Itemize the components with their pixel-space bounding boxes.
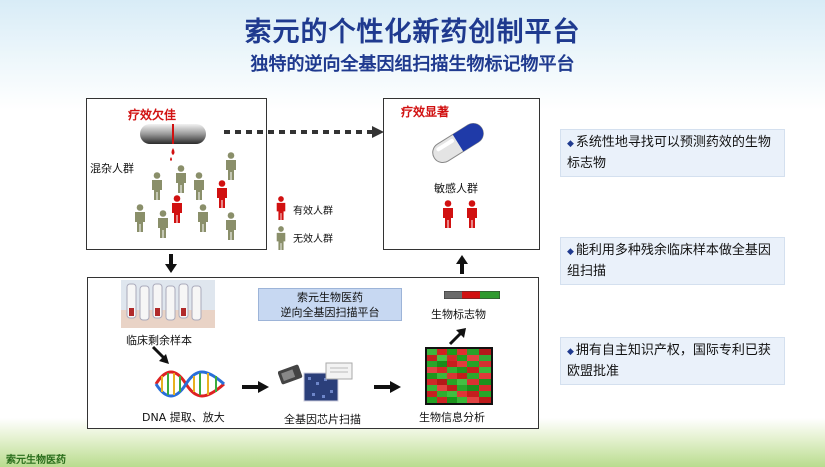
right-arrow <box>242 381 269 393</box>
legend-effective-icon <box>276 196 286 220</box>
person-ineffective-icon <box>135 204 145 232</box>
up-arrow <box>456 255 468 274</box>
person-ineffective-icon <box>226 212 236 240</box>
platform-line-1: 索元生物医药 <box>297 291 363 304</box>
capsule-icon <box>432 122 484 164</box>
slide-subtitle: 独特的逆向全基因组扫描生物标记物平台 <box>250 54 575 75</box>
diamond-bullet-icon: ◆ <box>567 139 574 149</box>
poor-efficacy-label: 疗效欠佳 <box>128 108 177 122</box>
header-background <box>0 0 825 110</box>
person-ineffective-icon <box>198 204 208 232</box>
chip-scan-label: 全基因芯片扫描 <box>284 413 361 426</box>
feature-item: ◆拥有自主知识产权，国际专利已获欧盟批准 <box>560 337 785 385</box>
feature-item-text: 系统性地寻找可以预测药效的生物标志物 <box>567 135 771 171</box>
dna-helix-icon <box>154 370 225 398</box>
person-ineffective-icon <box>152 172 162 200</box>
person-effective-icon <box>217 180 227 208</box>
mixed-population-box <box>86 98 267 250</box>
footer-brand: 索元生物医药 <box>6 455 66 466</box>
biomarker-bar-icon <box>444 291 500 299</box>
sensitive-population-box <box>383 98 540 250</box>
slide-title: 索元的个性化新药创制平台 <box>244 17 581 48</box>
diamond-bullet-icon: ◆ <box>567 247 574 257</box>
pill-grey-icon <box>140 124 206 161</box>
legend-ineffective-label: 无效人群 <box>293 234 333 245</box>
chip-scan-icon <box>278 362 353 402</box>
person-effective-icon <box>467 200 477 228</box>
mixed-population-label: 混杂人群 <box>90 162 134 175</box>
biomarker-label: 生物标志物 <box>431 308 486 321</box>
diagonal-up-arrow <box>448 328 466 346</box>
feature-item: ◆能利用多种残余临床样本做全基因组扫描 <box>560 237 785 285</box>
feature-item-text: 能利用多种残余临床样本做全基因组扫描 <box>567 243 771 279</box>
dna-label: DNA 提取、放大 <box>142 411 225 424</box>
person-effective-icon <box>443 200 453 228</box>
sensitive-population-label: 敏感人群 <box>434 182 478 195</box>
person-ineffective-icon <box>176 165 186 193</box>
heatmap-icon <box>425 347 493 405</box>
clinical-sample-label: 临床剩余样本 <box>126 334 192 347</box>
person-ineffective-icon <box>194 172 204 200</box>
diamond-bullet-icon: ◆ <box>567 347 574 357</box>
legend-effective-label: 有效人群 <box>293 206 333 217</box>
dotted-arrow <box>224 126 384 138</box>
clinical-sample-image <box>121 280 215 328</box>
right-arrow <box>374 381 401 393</box>
curved-arrow <box>151 345 169 364</box>
person-ineffective-icon <box>226 152 236 180</box>
person-ineffective-icon <box>158 210 168 238</box>
platform-line-2: 逆向全基因扫描平台 <box>280 306 380 319</box>
person-effective-icon <box>172 195 182 223</box>
feature-item: ◆系统性地寻找可以预测药效的生物标志物 <box>560 129 785 177</box>
bioinfo-label: 生物信息分析 <box>419 411 485 424</box>
down-arrow <box>165 254 177 273</box>
platform-label: 索元生物医药 逆向全基因扫描平台 <box>258 288 402 321</box>
feature-item-text: 拥有自主知识产权，国际专利已获欧盟批准 <box>567 343 771 379</box>
legend-ineffective-icon <box>276 226 286 250</box>
significant-efficacy-label: 疗效显著 <box>401 105 450 119</box>
